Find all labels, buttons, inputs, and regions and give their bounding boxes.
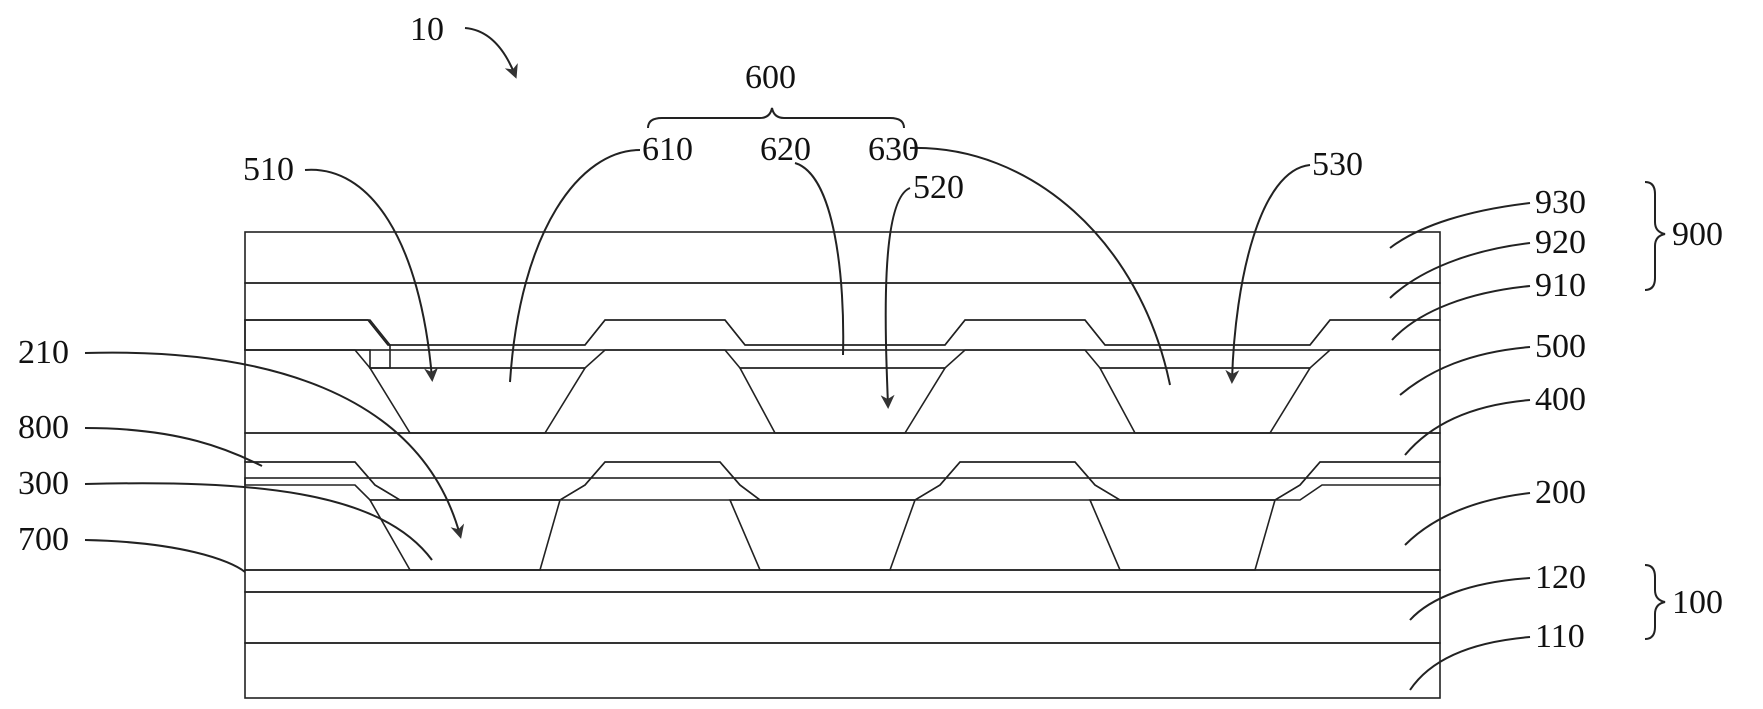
label-100: 100: [1672, 584, 1723, 621]
color-filter-530: [1098, 367, 1312, 434]
reference-labels: 10 600 510 610 620 630 520 530 930 920 9…: [18, 11, 1723, 655]
color-filter-510: [368, 367, 587, 434]
layer-300-openings: [368, 499, 1277, 571]
label-500: 500: [1535, 328, 1586, 365]
label-900: 900: [1672, 216, 1723, 253]
label-300: 300: [18, 465, 69, 502]
label-630: 630: [868, 131, 919, 168]
layer-110: [244, 642, 1441, 699]
label-530: 530: [1312, 146, 1363, 183]
label-400: 400: [1535, 381, 1586, 418]
label-10: 10: [410, 11, 444, 48]
label-120: 120: [1535, 559, 1586, 596]
label-920: 920: [1535, 224, 1586, 261]
label-620: 620: [760, 131, 811, 168]
layer-120: [244, 591, 1441, 644]
layer-800: [244, 461, 1441, 501]
label-110: 110: [1535, 618, 1585, 655]
label-910: 910: [1535, 267, 1586, 304]
label-800: 800: [18, 409, 69, 446]
label-600: 600: [745, 59, 796, 96]
label-700: 700: [18, 521, 69, 558]
label-930: 930: [1535, 184, 1586, 221]
label-510: 510: [243, 151, 294, 188]
braces: [647, 107, 1666, 640]
layer-920: [244, 282, 1441, 346]
color-filter-520: [738, 367, 947, 434]
layer-930: [244, 231, 1441, 284]
layer-400: [244, 432, 1441, 501]
layer-200: [244, 477, 1441, 571]
label-610: 610: [642, 131, 693, 168]
label-210: 210: [18, 334, 69, 371]
layer-700: [244, 569, 1441, 593]
label-200: 200: [1535, 474, 1586, 511]
layer-500: [244, 349, 1441, 434]
leader-lines: [84, 27, 1531, 691]
label-520: 520: [913, 169, 964, 206]
